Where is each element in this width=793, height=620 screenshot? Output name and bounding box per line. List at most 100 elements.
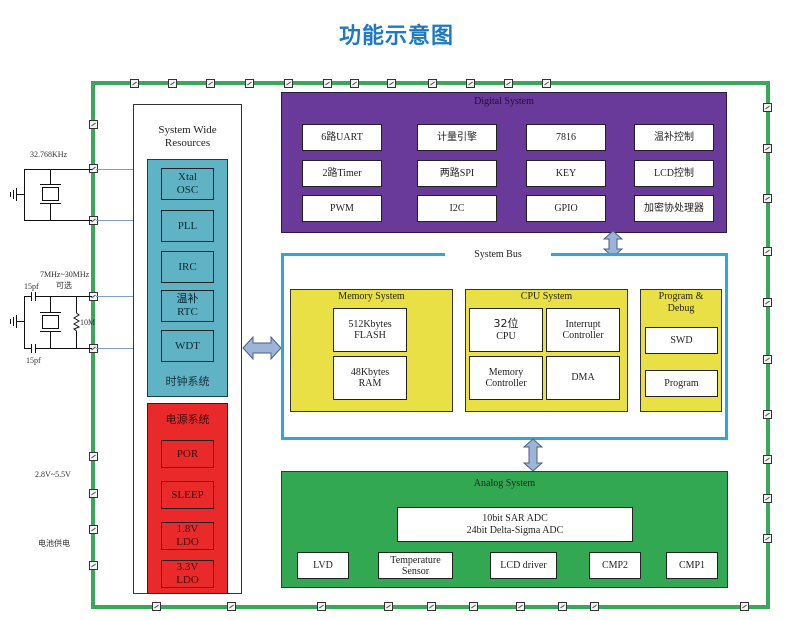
pin-icon	[284, 79, 293, 88]
pin-icon	[466, 79, 475, 88]
crystal2-wire-top	[24, 296, 92, 297]
pin-icon	[206, 79, 215, 88]
item-line1: PLL	[177, 219, 198, 232]
bus-arrow-horizontal-icon	[242, 335, 282, 361]
memory-item-line1: 48Kbytes	[350, 366, 390, 378]
item-line1: CMP1	[678, 560, 706, 571]
pin-icon	[227, 602, 236, 611]
pin-icon	[387, 79, 396, 88]
program-debug-title: Program & Debug	[640, 291, 722, 315]
power-item: SLEEP	[161, 481, 214, 509]
crystal1-lead-top	[50, 169, 51, 185]
item-line2: RTC	[177, 306, 198, 318]
pin-icon	[469, 602, 478, 611]
bus-arrow-vertical-icon	[523, 438, 543, 472]
item-line1: 温补	[176, 293, 199, 306]
crystal1-plate-top	[40, 184, 61, 185]
crystal2-lead-bottom	[50, 332, 51, 349]
digital-item: GPIO	[526, 195, 606, 222]
crystal2-wire-left	[24, 296, 25, 349]
pin-icon	[130, 79, 139, 88]
clock-item: IRC	[161, 251, 214, 283]
pin-icon	[89, 452, 98, 461]
item-line1: 1.8V	[176, 523, 199, 536]
signal-line	[96, 169, 134, 170]
capacitor-bottom-icon	[31, 344, 36, 353]
cap-top-label: 15pf	[24, 282, 39, 291]
pin-icon	[763, 410, 772, 419]
page-title: 功能示意图	[338, 24, 454, 49]
crystal2-optional-label: 可选	[56, 281, 72, 290]
pin-icon	[763, 494, 772, 503]
item-line1: 3.3V	[176, 561, 199, 574]
ground-icon	[6, 188, 24, 202]
cpu-item: DMA	[546, 356, 620, 400]
capacitor-top-icon	[31, 292, 36, 301]
system-bus-title: System Bus	[445, 249, 551, 261]
pin-icon	[542, 79, 551, 88]
power-system-label: 电源系统	[165, 414, 210, 426]
pin-icon	[89, 561, 98, 570]
crystal1-wire-bottom	[24, 220, 92, 221]
item-line2: Sensor	[401, 565, 430, 577]
digital-item: 7816	[526, 124, 606, 151]
pin-icon	[89, 120, 98, 129]
system-wide-title-line2: Resources	[164, 137, 211, 149]
signal-line	[96, 348, 134, 349]
crystal2-icon	[42, 315, 59, 329]
clock-system-label: 时钟系统	[165, 376, 210, 388]
memory-item-line1: 512Kbytes	[348, 318, 392, 330]
analog-system-title: Analog System	[473, 478, 536, 489]
clock-item: PLL	[161, 210, 214, 242]
analog-item: CMP2	[589, 552, 641, 579]
pin-icon	[168, 79, 177, 88]
item-line2: OSC	[176, 184, 199, 196]
pin-icon	[504, 79, 513, 88]
pin-icon	[323, 79, 332, 88]
analog-item: LCD driver	[490, 552, 557, 579]
cpu-item-line2: Controller	[485, 378, 527, 389]
cap-bottom-label: 15pf	[26, 356, 41, 365]
cpu-item-line1: Interrupt	[565, 318, 601, 330]
system-wide-title: System Wide Resources	[133, 124, 242, 150]
pin-icon	[590, 602, 599, 611]
pin-icon	[763, 355, 772, 364]
pin-icon	[427, 602, 436, 611]
resistor-label: 10M	[80, 318, 96, 327]
pin-icon	[89, 525, 98, 534]
digital-item: 计量引擎	[417, 124, 497, 151]
crystal2-plate-top	[40, 312, 61, 313]
debug-item-program: Program	[645, 370, 718, 397]
item-line1: POR	[176, 447, 199, 460]
memory-system-title: Memory System	[338, 291, 405, 302]
program-debug-title-line2: Debug	[667, 303, 695, 314]
memory-item-line2: RAM	[358, 378, 382, 389]
digital-item: 加密协处理器	[634, 195, 714, 222]
digital-item: 6路UART	[302, 124, 382, 151]
pin-icon	[763, 103, 772, 112]
item-line1: IRC	[178, 260, 197, 273]
pin-icon	[89, 164, 98, 173]
pin-icon	[428, 79, 437, 88]
crystal1-lead-bottom	[50, 204, 51, 221]
system-wide-title-line1: System Wide	[158, 124, 217, 136]
crystal1-icon	[42, 187, 59, 201]
crystal1-wire-left	[24, 169, 25, 221]
adc-line2: 24bit Delta-Sigma ADC	[466, 524, 564, 536]
pin-icon	[245, 79, 254, 88]
memory-item-line2: FLASH	[354, 330, 386, 341]
digital-system-title: Digital System	[474, 96, 534, 107]
item-line2: LDO	[176, 536, 199, 548]
crystal1-frequency-label: 32.768KHz	[30, 150, 68, 159]
pin-icon	[350, 79, 359, 88]
clock-item: WDT	[161, 330, 214, 362]
crystal1-plate-bottom	[40, 203, 61, 204]
signal-line	[96, 296, 134, 297]
pin-icon	[317, 602, 326, 611]
pin-icon	[516, 602, 525, 611]
crystal2-plate-bottom	[40, 331, 61, 332]
